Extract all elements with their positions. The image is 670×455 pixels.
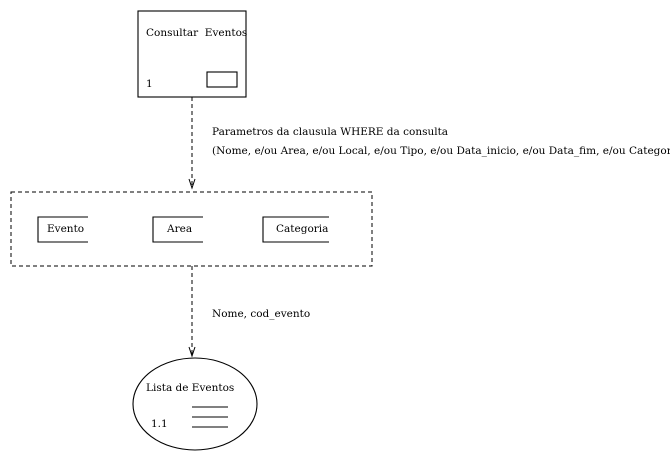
flow-arrow-nome-cod-evento: [188, 266, 196, 358]
arrow-down-icon: [188, 346, 196, 358]
data-store-categoria: Categoria: [262, 216, 329, 243]
process-indicator-box: [206, 71, 238, 88]
flow-label: Nome, cod_evento: [212, 308, 310, 320]
data-store-shape: [37, 216, 88, 243]
process-box: [137, 10, 247, 98]
data-store-group: Evento Area Categoria: [10, 191, 373, 267]
flow-label-line2: (Nome, e/ou Area, e/ou Local, e/ou Tipo,…: [212, 145, 670, 157]
flow-label-line1: Parametros da clausula WHERE da consulta: [212, 126, 448, 138]
data-store-area: Area: [152, 216, 203, 243]
process-lista-de-eventos: Lista de Eventos 1.1: [132, 357, 258, 451]
process-consultar-eventos: Consultar Eventos 1: [137, 10, 247, 98]
group-boundary: [10, 191, 373, 267]
data-store-label: Evento: [47, 223, 84, 235]
flow-arrow-where-params: [188, 97, 196, 190]
data-store-label: Area: [166, 223, 192, 235]
data-store-label: Categoria: [276, 223, 328, 235]
process-ellipse: [132, 357, 258, 451]
process-number: 1: [146, 78, 153, 90]
process-number: 1.1: [151, 418, 168, 430]
data-store-evento: Evento: [37, 216, 88, 243]
process-label: Consultar Eventos: [146, 27, 247, 39]
arrow-down-icon: [188, 178, 196, 190]
data-store-shape: [152, 216, 203, 243]
data-store-shape: [262, 216, 329, 243]
process-label: Lista de Eventos: [146, 382, 234, 394]
